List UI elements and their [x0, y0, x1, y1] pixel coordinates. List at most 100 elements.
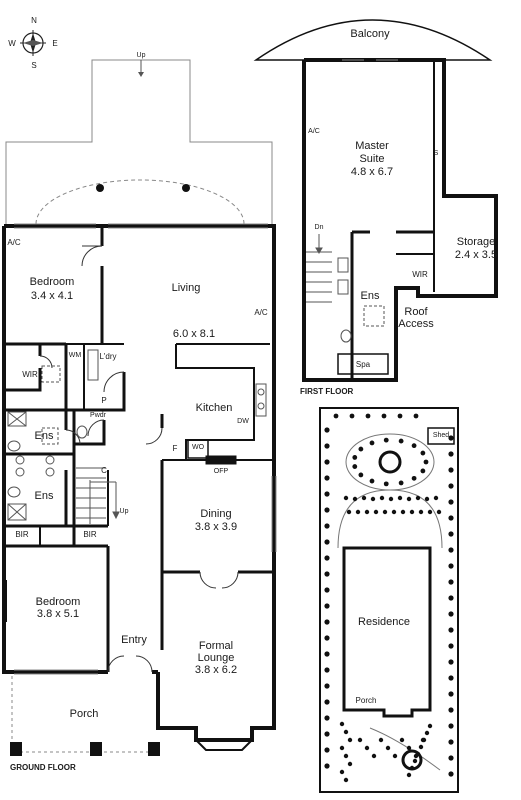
shrub-icon [324, 587, 330, 593]
shrub-icon [324, 475, 330, 481]
porch-label: Porch [69, 708, 99, 720]
shrub-icon [371, 753, 377, 759]
ground-floor-doors [39, 245, 239, 673]
shed-label: Shed [432, 432, 450, 439]
shrub-icon [378, 737, 384, 743]
first-floor-stairs [306, 234, 332, 303]
formal-lounge-label-2: Lounge [197, 652, 235, 664]
shrub-icon [448, 691, 454, 697]
site-boundary [319, 407, 459, 793]
powder-room-label: Pwdr [90, 412, 106, 419]
shrub-icon [381, 413, 387, 419]
shrub-icon [339, 721, 345, 727]
shrub-icon [324, 651, 330, 657]
shrub-icon [324, 619, 330, 625]
rear-deck-outline [5, 59, 273, 225]
living-label: Living [171, 282, 201, 294]
shrub-icon [448, 739, 454, 745]
shrub-icon [391, 509, 397, 515]
shrub-icon [324, 571, 330, 577]
shrub-icon [448, 611, 454, 617]
bedroom-front-size: 3.8 x 5.1 [36, 608, 80, 620]
shrub-icon [369, 440, 375, 446]
shrub-icon [424, 496, 430, 502]
shrub-icon [411, 443, 417, 449]
ground-floor-windows [14, 223, 277, 675]
shrub-icon [413, 413, 419, 419]
bedroom-window-icon [2, 580, 7, 622]
shrub-icon [420, 450, 426, 456]
shrub-icon [448, 499, 454, 505]
shrub-icon [343, 777, 349, 783]
first-floor-fixtures [337, 59, 398, 343]
shrub-icon [383, 437, 389, 443]
ac-label: A/C [254, 308, 268, 317]
shrub-icon [448, 435, 454, 441]
shrub-icon [448, 675, 454, 681]
roof-access-label-2: Access [398, 318, 434, 330]
ac-label: A/C [7, 238, 21, 247]
shrub-icon [400, 509, 406, 515]
shrub-icon [448, 707, 454, 713]
bir-label: BIR [83, 530, 97, 539]
shrub-icon [364, 509, 370, 515]
shrub-icon [448, 771, 454, 777]
shrub-icon [324, 731, 330, 737]
pier-icon [96, 184, 104, 192]
shrub-icon [373, 509, 379, 515]
ensuite-label: Ens [34, 430, 54, 442]
shrub-icon [448, 659, 454, 665]
shrub-icon [424, 730, 430, 736]
shrub-icon [343, 753, 349, 759]
bir-label: BIR [15, 530, 29, 539]
shrub-icon [423, 459, 429, 465]
ground-floor-caption: GROUND FLOOR [10, 763, 76, 772]
shrub-icon [324, 443, 330, 449]
kitchen-label: Kitchen [195, 402, 233, 414]
compass-east: E [52, 39, 58, 48]
roof-access-label-1: Roof [404, 306, 428, 318]
shrub-icon [358, 472, 364, 478]
shrub-icon [324, 555, 330, 561]
bedroom-front-label: Bedroom [35, 596, 81, 608]
dining-label: Dining [200, 508, 232, 520]
cupboard-label: C [101, 466, 107, 475]
pantry-label: P [101, 396, 107, 405]
shrub-icon [448, 451, 454, 457]
master-suite-label-2: Suite [359, 153, 385, 165]
shrub-icon [324, 683, 330, 689]
shrub-icon [369, 478, 375, 484]
shrub-icon [333, 413, 339, 419]
fireplace-label: OFP [213, 468, 229, 475]
sliding-door-label: S [433, 150, 439, 157]
compass-south: S [31, 61, 37, 70]
feature-tree-icon [401, 749, 423, 771]
shrub-icon [415, 495, 421, 501]
shrub-icon [352, 496, 358, 502]
shrub-icon [339, 769, 345, 775]
living-size: 6.0 x 8.1 [172, 328, 216, 340]
shrub-icon [448, 531, 454, 537]
shrub-icon [324, 635, 330, 641]
ensuite-label: Ens [34, 490, 54, 502]
shrub-icon [421, 737, 427, 743]
feature-tree-icon [378, 450, 402, 474]
storage-size: 2.4 x 3.5 [454, 249, 498, 261]
formal-lounge-size: 3.8 x 6.2 [194, 664, 238, 676]
shrub-icon [397, 495, 403, 501]
shrub-icon [418, 744, 424, 750]
shrub-icon [355, 509, 361, 515]
shrub-icon [409, 509, 415, 515]
shrub-icon [399, 737, 405, 743]
master-suite-label-1: Master [355, 140, 389, 152]
fridge-label: F [172, 444, 178, 453]
shrub-icon [324, 763, 330, 769]
shrub-icon [448, 467, 454, 473]
stair-up-label: Up [119, 508, 129, 515]
shrub-icon [397, 413, 403, 419]
pier-icon [182, 184, 190, 192]
laundry-label: L'dry [99, 352, 117, 361]
master-suite-size: 4.8 x 6.7 [350, 166, 394, 178]
shrub-icon [324, 699, 330, 705]
